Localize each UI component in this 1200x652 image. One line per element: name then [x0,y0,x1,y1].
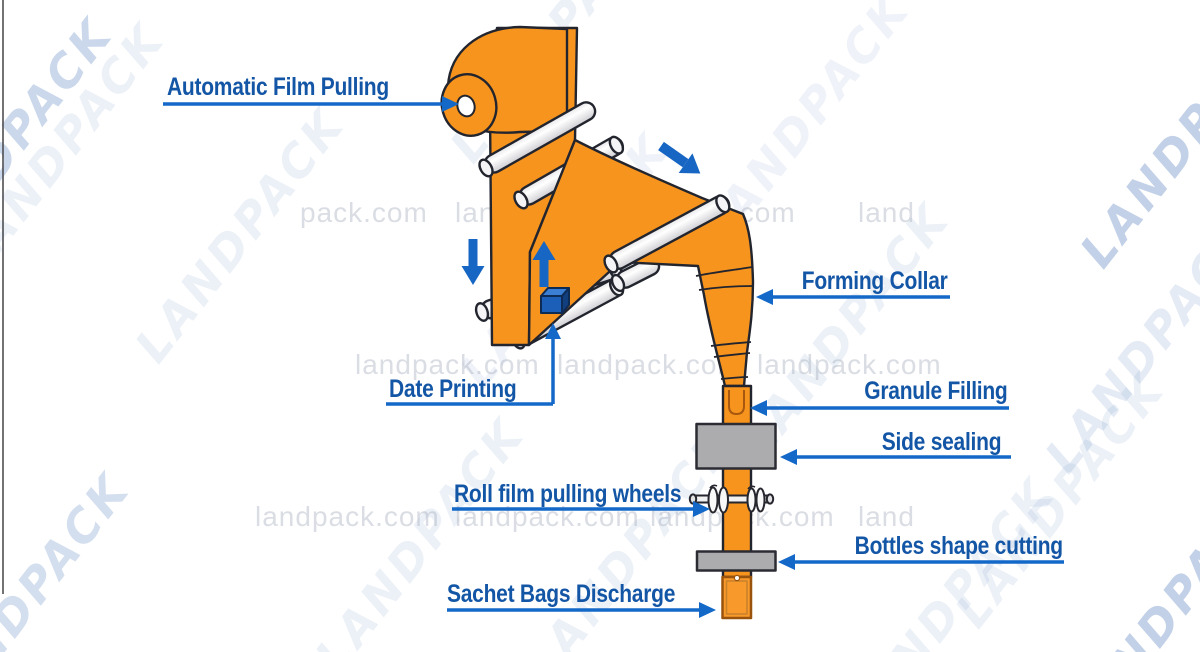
cutting-block [695,550,777,572]
label-bottles-shape-cutting: Bottles shape cutting [854,532,1063,560]
bag-notch [733,574,741,582]
date-printing-head [540,287,570,314]
collar-seam-lines [695,266,754,380]
film-roll-core-hole [456,94,476,118]
left-edge-border [2,0,4,594]
label-sachet-bags-discharge: Sachet Bags Discharge [447,580,676,608]
callout-arrow-automatic-film-pulling [163,96,459,112]
label-roll-film-pulling-wheels: Roll film pulling wheels [454,480,682,508]
label-granule-filling: Granule Filling [864,377,1008,405]
sachet-bag [721,574,753,620]
callout-arrow-granule-filling [750,400,1009,416]
film-direction-arrow-up [532,241,556,287]
side-sealing-block [695,422,777,470]
callout-arrow-date-printing [386,323,561,406]
callout-arrow-bottles-shape-cutting [778,554,1064,570]
callout-arrows [163,96,1064,618]
forming-collar [527,138,755,388]
callout-arrow-roll-film-pulling-wheels [452,501,710,517]
callout-arrow-sachet-bags-discharge [447,602,716,618]
guide-roller-collar-front [603,194,731,274]
film-direction-arrow-diagonal [658,141,701,174]
label-automatic-film-pulling: Automatic Film Pulling [167,73,389,101]
pulling-wheels [688,484,775,514]
label-side-sealing: Side sealing [881,428,1001,456]
callout-arrow-forming-collar [756,289,950,305]
filling-tube-inner [728,390,745,415]
guide-roller-collar-back [610,256,661,293]
guide-roller-upper-front [478,101,597,178]
label-forming-collar: Forming Collar [802,267,948,295]
film-direction-arrow-down [461,239,485,285]
callout-arrow-side-sealing [780,449,1011,465]
label-date-printing: Date Printing [389,375,517,403]
